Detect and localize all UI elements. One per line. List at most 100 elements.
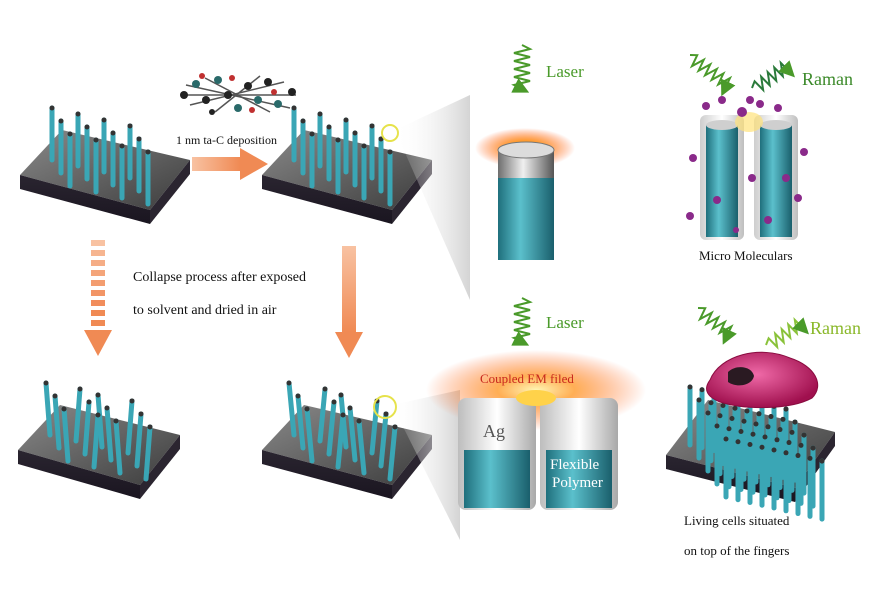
ag-label: Ag (483, 421, 505, 441)
nanopillar (113, 418, 123, 476)
arrow-down-dashed (84, 240, 112, 356)
pillar-tip (729, 416, 735, 422)
deposition-label: 1 nm ta-C deposition (176, 133, 277, 147)
living-cells-line2: on top of the fingers (684, 543, 790, 558)
nanopillar (61, 406, 71, 464)
zoom-pillars-molecules (686, 96, 808, 240)
nanopillar (317, 386, 328, 444)
pillar-tip (145, 149, 151, 155)
substrate-top-middle (262, 105, 432, 224)
zoom-pillar-top (475, 128, 575, 260)
pillar-tip (744, 408, 750, 414)
raman-label-top: Raman (802, 69, 853, 89)
nanopillars-collapsed-a (43, 380, 153, 482)
pillar-tip (699, 387, 705, 393)
raman-label-bottom: Raman (810, 318, 861, 338)
living-cell (706, 351, 819, 409)
living-cells-line1: Living cells situated (684, 513, 790, 528)
pillar-tip (807, 455, 813, 461)
substrate-bottom-left (18, 380, 180, 499)
pillar-tip (338, 392, 344, 398)
pillar-tip (392, 424, 398, 430)
laser-wave-top (511, 44, 533, 93)
pillar-tip (129, 398, 135, 404)
pillar-tip (335, 137, 341, 143)
arrow-down-solid (335, 246, 363, 358)
nanopillar (335, 412, 346, 470)
zoom-pillars-ag-polymer (426, 350, 646, 510)
pillar-tip (783, 406, 789, 412)
pillar-tip (304, 406, 310, 412)
nanopillar (369, 398, 380, 456)
nanopillar (43, 380, 53, 438)
pillar-tip (356, 418, 362, 424)
pillar-tip (295, 393, 301, 399)
flexible-label: Flexible (550, 457, 600, 473)
pillar-tip (810, 445, 816, 451)
nanopillar-array-dense (687, 384, 825, 522)
pillar-tip (741, 418, 747, 424)
laser-label-bottom: Laser (546, 313, 584, 332)
pillar-tip (347, 405, 353, 411)
pillar-tip (723, 436, 729, 442)
nanopillars-upright-a (49, 105, 151, 207)
nanopillar (52, 393, 62, 451)
pillar-tip (753, 421, 759, 427)
nanopillar (134, 411, 144, 469)
pillar-tip (52, 393, 58, 399)
substrate-bottom-right (666, 351, 835, 522)
pillar-tip (756, 411, 762, 417)
collapse-label-line1: Collapse process after exposed (133, 270, 306, 285)
pillar-tip (317, 111, 323, 117)
pillar-tip (67, 131, 73, 137)
pillar-tip (113, 418, 119, 424)
nanopillar (326, 399, 337, 457)
pillar-tip (786, 440, 792, 446)
pillar-tip (75, 111, 81, 117)
pillar-tip (49, 105, 55, 111)
pillar-tip (798, 442, 804, 448)
pillar-tip (58, 118, 64, 124)
pillar-tip (43, 380, 49, 386)
pillar-tip (86, 399, 92, 405)
pillar-tip (119, 143, 125, 149)
pillar-tip (369, 123, 375, 129)
nanopillar (143, 424, 153, 482)
pillar-tip (774, 437, 780, 443)
pillar-tip (714, 423, 720, 429)
pillar-tip (95, 412, 101, 418)
pillar-tip (286, 380, 292, 386)
nanopillar (347, 405, 358, 463)
pillar-tip (783, 450, 789, 456)
pillar-tip (361, 143, 367, 149)
substrate-top-left (20, 105, 190, 224)
pillar-tip (738, 429, 744, 435)
nanopillar (304, 406, 315, 464)
pillar-tip (762, 434, 768, 440)
nanopillar (387, 424, 398, 482)
laser-wave-topright (689, 54, 736, 97)
pillar-tip (147, 424, 153, 430)
pillar-tip (84, 124, 90, 130)
pillar-tip (735, 439, 741, 445)
pillar-tip (127, 123, 133, 129)
nanopillar (295, 393, 306, 451)
collapse-label-line2: to solvent and dried in air (133, 303, 277, 318)
pillar-tip (110, 130, 116, 136)
pillar-tip (777, 427, 783, 433)
zoom-cone-bottom (392, 390, 460, 540)
pillar-tip (717, 413, 723, 419)
pillar-tip (343, 117, 349, 123)
pillar-tip (771, 447, 777, 453)
nanopillar (82, 399, 92, 457)
pillar-tip (104, 405, 110, 411)
laser-label-top: Laser (546, 62, 584, 81)
pillar-tip (819, 458, 825, 464)
pillar-tip (720, 403, 726, 409)
pillar-tip (705, 410, 711, 416)
pillar-tip (789, 429, 795, 435)
substrate-bottom-middle (262, 380, 432, 499)
nanopillar (378, 411, 389, 469)
pillar-tip (387, 149, 393, 155)
nanopillars-collapsed-b (286, 380, 398, 482)
